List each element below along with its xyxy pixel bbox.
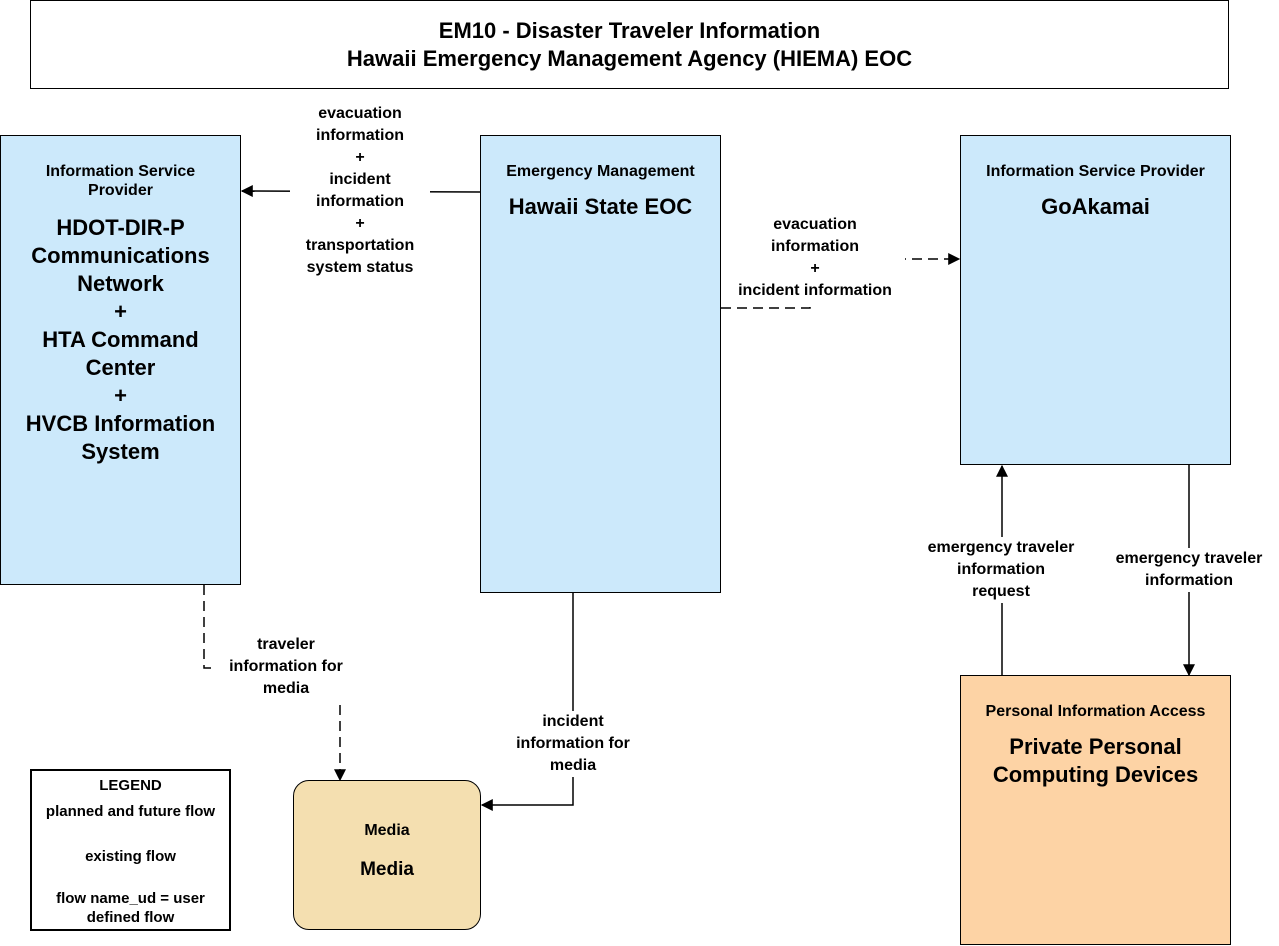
flow-label-line: incident	[542, 713, 604, 730]
flow-line-em-to-media	[480, 593, 574, 811]
name-line: +	[114, 299, 127, 324]
flow-label-line: +	[355, 149, 365, 166]
title-line-2: Hawaii Emergency Management Agency (HIEM…	[346, 46, 913, 71]
node-em-category: Emergency Management	[506, 163, 695, 180]
node-isp-hdot-category-1: Information Service	[45, 163, 196, 180]
flow-label-line: +	[810, 260, 820, 277]
flow-label-line: request	[972, 583, 1030, 600]
name-line: Network	[77, 271, 164, 296]
node-pia-name-1: Private Personal	[1009, 734, 1182, 759]
flow-label-line: information	[1145, 572, 1233, 589]
flow-label-line: information	[957, 561, 1045, 578]
title-line-1: EM10 - Disaster Traveler Information	[438, 18, 821, 43]
legend-existing-label: existing flow	[85, 848, 176, 865]
legend-planned-label: planned and future flow	[45, 803, 216, 820]
flow-label-em-to-media: incident information for media	[502, 711, 644, 777]
flow-label-line: information	[316, 193, 404, 210]
node-media[interactable]: Media Media	[293, 780, 481, 930]
flow-label-line: information	[771, 238, 859, 255]
node-personal-information-access[interactable]: Personal Information Access Private Pers…	[960, 675, 1231, 945]
flow-label-line: information	[316, 127, 404, 144]
node-em-name: Hawaii State EOC	[508, 194, 693, 219]
legend-ud-line-2: defined flow	[86, 909, 175, 926]
flow-label-line: incident information	[738, 282, 892, 299]
name-line: +	[114, 383, 127, 408]
flow-label-line: information for	[229, 658, 343, 675]
flow-label-line: system status	[306, 259, 414, 276]
flow-label-line: traveler	[257, 636, 315, 653]
diagram-title: EM10 - Disaster Traveler Information Haw…	[30, 0, 1229, 89]
node-isp-hdot[interactable]: Information Service Provider HDOT-DIR-P …	[0, 135, 241, 585]
name-line: HTA Command	[42, 327, 199, 352]
node-isp-hdot-name: HDOT-DIR-P Communications Network + HTA …	[1, 214, 240, 466]
legend-title: LEGEND	[99, 777, 162, 794]
name-line: Center	[85, 355, 156, 380]
flow-label-line: transportation	[305, 237, 415, 254]
flow-label-pia-to-goakamai: emergency traveler information request	[912, 537, 1090, 603]
flow-label-line: media	[262, 680, 310, 697]
flow-label-em-to-goakamai: evacuation information + incident inform…	[725, 214, 905, 302]
name-line: HDOT-DIR-P	[56, 215, 185, 240]
flow-label-line: media	[549, 757, 597, 774]
flow-label-line: information for	[516, 735, 630, 752]
flow-label-line: evacuation	[773, 216, 857, 233]
node-emergency-management[interactable]: Emergency Management Hawaii State EOC	[480, 135, 721, 593]
flow-label-line: emergency traveler	[1115, 550, 1263, 567]
name-line: HVCB Information	[25, 411, 216, 436]
node-pia-category: Personal Information Access	[985, 703, 1206, 720]
flow-label-line: evacuation	[318, 105, 402, 122]
legend-ud-line-1: flow name_ud = user	[56, 890, 205, 907]
node-goakamai-name: GoAkamai	[1041, 194, 1150, 219]
flow-label-line: +	[355, 215, 365, 232]
legend: LEGEND planned and future flow existing …	[30, 769, 231, 931]
name-line: Communications	[31, 243, 210, 268]
flow-label-goakamai-to-pia: emergency traveler information	[1100, 548, 1278, 592]
flow-label-line: emergency traveler	[927, 539, 1075, 556]
node-isp-hdot-category-2: Provider	[88, 182, 153, 199]
flow-label-isp-left-to-media: traveler information for media	[215, 634, 357, 700]
node-goakamai[interactable]: Information Service Provider GoAkamai	[960, 135, 1231, 465]
name-line: System	[81, 439, 160, 464]
node-pia-name-2: Computing Devices	[992, 762, 1199, 787]
flow-label-line: incident	[329, 171, 391, 188]
node-goakamai-category: Information Service Provider	[986, 163, 1205, 180]
legend-user-defined-label: flow name_ud = user defined flow	[32, 889, 229, 927]
flow-label-em-to-isp-left: evacuation information + incident inform…	[290, 103, 430, 279]
node-media-name: Media	[360, 859, 414, 880]
node-media-category: Media	[364, 822, 410, 839]
